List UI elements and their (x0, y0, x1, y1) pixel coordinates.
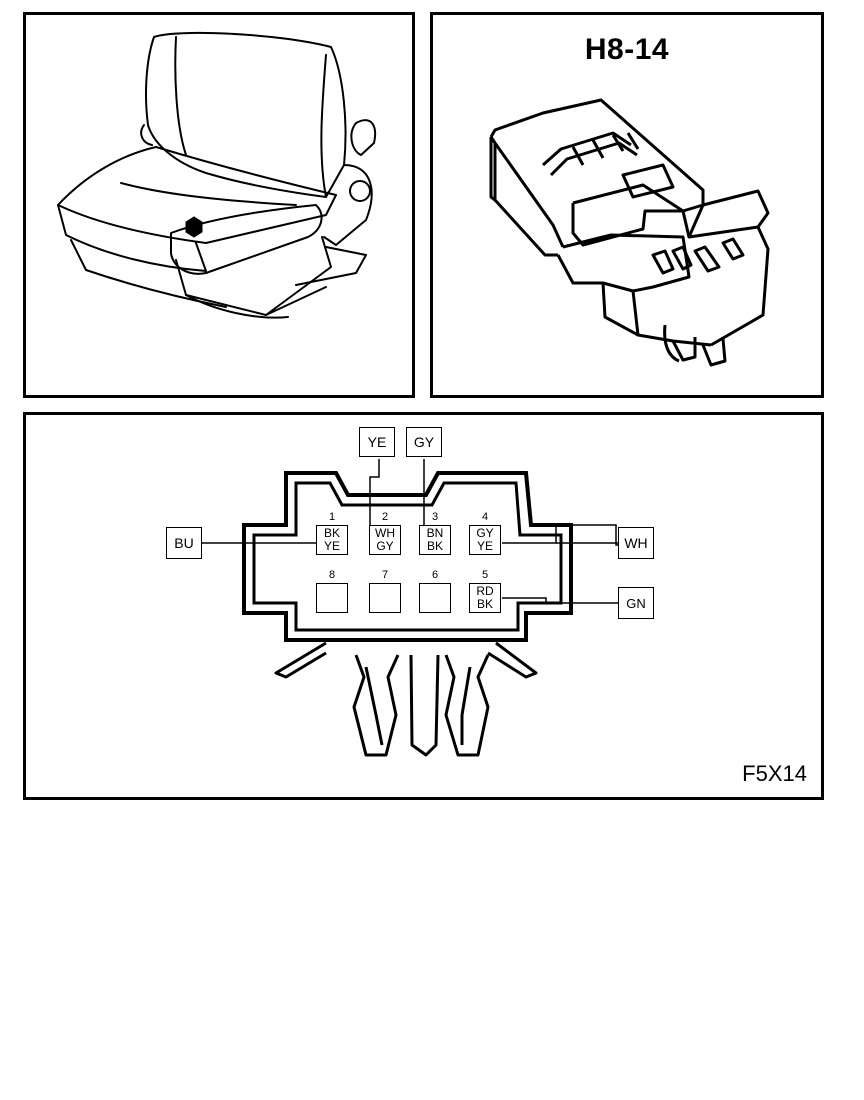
pin-wire-color-1: BK (323, 526, 340, 540)
pin-wire-color-1: GY (476, 526, 494, 540)
wire-tag-right-upper-label: WH (624, 535, 648, 551)
wire-tag-top-left: YE (359, 427, 395, 457)
pin-number-2: 2 (381, 511, 389, 523)
pin-wire-color-2: YE (476, 539, 493, 553)
pin-wire-color-1: RD (476, 584, 494, 598)
wire-tag-right-upper: WH (618, 527, 654, 559)
seat-illustration (57, 31, 376, 319)
connector-3d-illustration (489, 98, 770, 367)
connector-outline-inner (252, 481, 563, 632)
wire-tag-right-lower-label: GN (626, 595, 646, 611)
pin-wire-color-2: BK (476, 597, 493, 611)
pin-number-4: 4 (481, 511, 489, 523)
pin-wire-color-2: BK (426, 539, 443, 553)
wire-tag-top-right-label: GY (413, 434, 435, 450)
wire-tag-left-label: BU (174, 535, 194, 551)
pin-wire-color-2: YE (323, 539, 340, 553)
seat-location-panel (23, 12, 415, 398)
wire-tag-top-right: GY (406, 427, 442, 457)
wire-tag-right-lower: GN (618, 587, 654, 619)
wire-tag-top-left-label: YE (367, 434, 387, 450)
pin-cavity-6 (419, 583, 451, 613)
pin-number-5: 5 (481, 569, 489, 581)
pin-wire-color-1: WH (375, 526, 395, 540)
pin-number-1: 1 (328, 511, 336, 523)
pin-wire-color-2: GY (376, 539, 394, 553)
pin-cavity-8 (316, 583, 348, 613)
pin-number-7: 7 (381, 569, 389, 581)
connector-id-title: H8-14 (584, 33, 670, 66)
connector-outline-outer (242, 471, 573, 642)
pin-number-3: 3 (431, 511, 439, 523)
pin-number-8: 8 (328, 569, 336, 581)
pin-wire-color-1: BN (426, 526, 444, 540)
pin-number-6: 6 (431, 569, 439, 581)
pin-cavity-7 (369, 583, 401, 613)
figure-code: F5X14 (742, 761, 807, 786)
connector-view-panel: H8-14 (430, 12, 824, 398)
wire-tag-left: BU (166, 527, 202, 559)
pinout-diagram (201, 459, 626, 757)
